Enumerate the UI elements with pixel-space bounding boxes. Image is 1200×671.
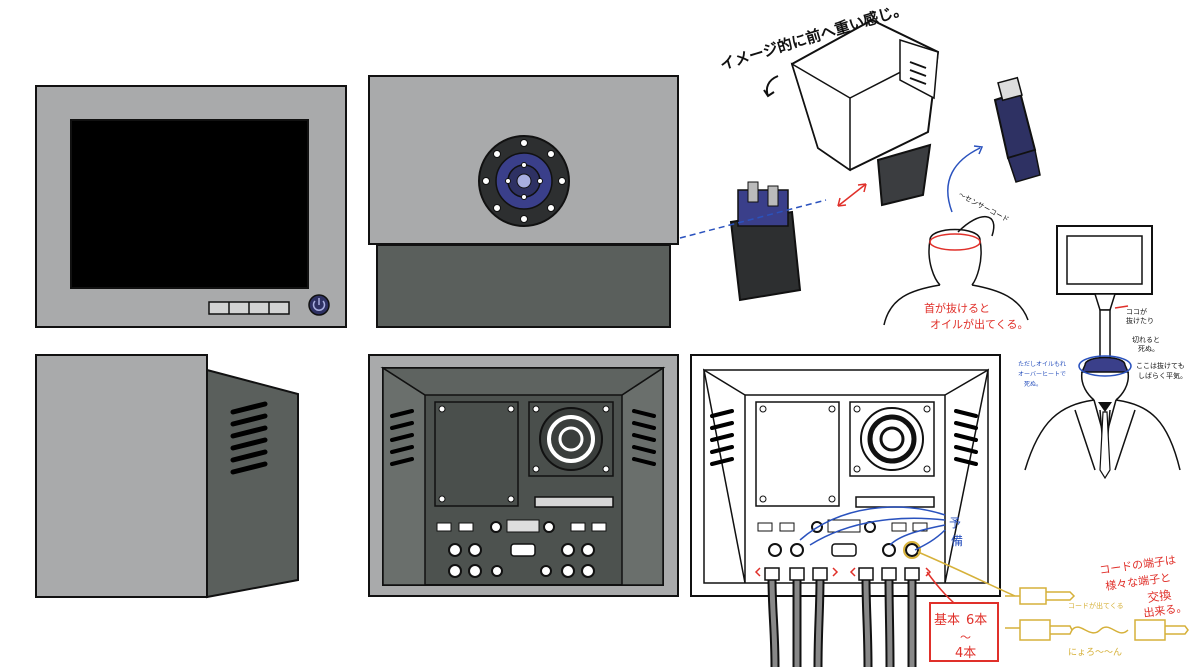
annotation-overheat-1: ただしオイルもれ: [1018, 361, 1066, 368]
annotation-can-remove-1: ココが: [1126, 307, 1147, 316]
annotation-sensor-cord: ～センサーコード: [957, 191, 1010, 224]
front-view: [35, 85, 347, 328]
top-view: [368, 75, 679, 328]
annotation-neck-oil-2: オイルが出てくる。: [930, 317, 1028, 331]
suit-figure: [1024, 225, 1181, 480]
neck-stump: [729, 181, 802, 302]
side-view: [35, 354, 299, 599]
annotation-basic-1: 基本: [934, 613, 960, 628]
annotation-basic-2: 6本: [966, 613, 987, 628]
plug-sketch: [993, 76, 1041, 183]
annotation-spare-1: 予: [949, 516, 961, 530]
annotation-terminal-4: 出来る。: [1142, 600, 1188, 620]
fan-icon: [528, 401, 614, 477]
head-neck-body: [883, 215, 1029, 326]
annotation-fine-2: しばらく平気。: [1138, 371, 1187, 380]
screen: [70, 119, 309, 289]
annotation-can-remove-2: 抜けたり: [1126, 316, 1154, 325]
annotation-spare-2: 備: [951, 533, 963, 548]
connector-sketch: [917, 551, 1189, 641]
power-icon: [308, 294, 330, 316]
annotation-overheat-3: 死ぬ。: [1024, 381, 1042, 388]
basic-cable-box: [929, 602, 999, 662]
neck-socket: [478, 135, 570, 227]
front-buttons: [208, 301, 290, 315]
annotation-fine-1: ここは抜けても: [1136, 361, 1185, 370]
back-view-lineart: [690, 354, 1001, 671]
annotation-can-remove-3: 切れると: [1132, 336, 1160, 344]
annotation-basic-3: ～: [960, 631, 971, 644]
annotation-can-remove-4: 死ぬ。: [1138, 345, 1159, 353]
rear-cables: [767, 573, 917, 671]
back-view: [368, 354, 679, 597]
annotation-neck-oil-1: 首が抜けると: [924, 301, 990, 315]
annotation-basic-4: 4本: [955, 646, 976, 661]
annotation-ratchet: にょろ～～ん: [1068, 647, 1122, 658]
annotation-cord-out: コードが出てくる: [1068, 601, 1124, 610]
side-vent: [230, 401, 268, 475]
annotation-overheat-2: オーバーヒートで: [1018, 371, 1066, 378]
head-sketch: [679, 18, 1041, 326]
annotation-terminal-3: 交換: [1146, 587, 1172, 605]
